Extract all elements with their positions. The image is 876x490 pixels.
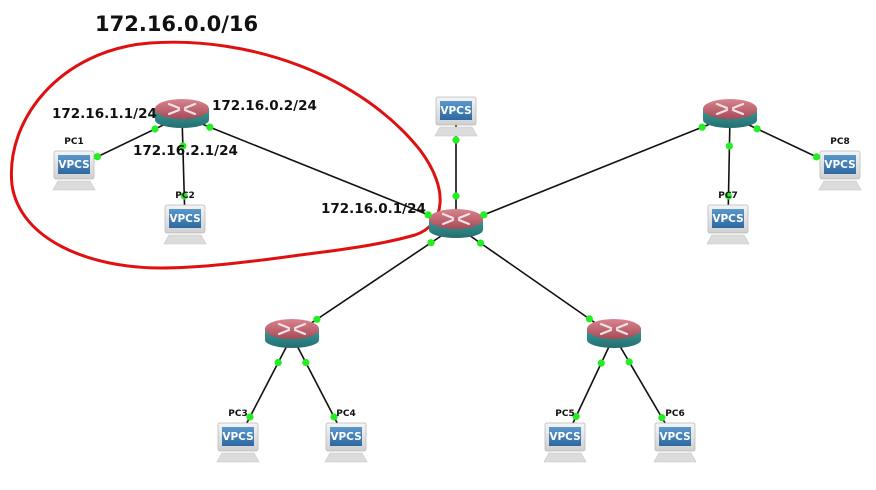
monitor-screen — [659, 427, 691, 446]
port-indicator — [179, 142, 187, 150]
port-indicator — [480, 211, 488, 219]
pc-label-pc4: PC4 — [336, 409, 356, 419]
monitor-screen — [824, 155, 856, 174]
ip-label-r1-core: 172.16.0.2/24 — [212, 98, 317, 114]
vpcs-pc4[interactable]: VPCS — [324, 422, 368, 463]
router-top — [155, 99, 209, 119]
vpcs-pc1[interactable]: VPCS — [52, 150, 96, 191]
keyboard-base — [543, 452, 587, 463]
monitor-screen — [549, 427, 581, 446]
port-indicator — [424, 211, 432, 219]
links-layer — [73, 114, 841, 441]
ports-layer — [93, 123, 821, 422]
keyboard-base — [818, 180, 862, 191]
network-title: 172.16.0.0/16 — [95, 12, 259, 36]
router-top — [429, 209, 483, 229]
router-arrows-icon — [599, 322, 629, 336]
port-indicator — [427, 239, 435, 247]
link-r1-r-core[interactable] — [181, 115, 457, 227]
vpcs-text: VPCS — [58, 159, 89, 171]
port-indicator — [698, 123, 706, 131]
port-indicator — [313, 315, 321, 323]
router-top — [703, 99, 757, 119]
pc-label-pc1: PC1 — [64, 137, 84, 147]
vpcs-pc3[interactable]: VPCS — [216, 422, 260, 463]
router-arrows-icon — [277, 322, 307, 336]
port-indicator — [206, 123, 214, 131]
pc-label-pc7: PC7 — [718, 191, 738, 201]
router-top — [265, 319, 319, 339]
vpcs-pc2[interactable]: VPCS — [163, 204, 207, 245]
port-indicator — [274, 359, 282, 367]
port-indicator — [658, 413, 666, 422]
nodes-layer: VPCS VPCS VPCS VPCS VPCS VPCS VPCS VPCS VPCS — [52, 96, 862, 463]
vpcs-text: VPCS — [330, 431, 361, 443]
router-r1[interactable] — [155, 99, 209, 128]
port-indicator — [452, 192, 460, 200]
keyboard-base — [653, 452, 697, 463]
vpcs-text: VPCS — [549, 431, 580, 443]
port-indicator — [597, 359, 605, 367]
pc-label-pc8: PC8 — [830, 137, 850, 147]
router-arrows-icon — [167, 102, 197, 116]
router-r-bottom-right[interactable] — [587, 319, 641, 348]
port-indicator — [572, 412, 580, 421]
router-r-bottom-left[interactable] — [265, 319, 319, 348]
port-indicator — [93, 153, 102, 161]
vpcs-pc6[interactable]: VPCS — [653, 422, 697, 463]
keyboard-base — [324, 452, 368, 463]
vpcs-pc8[interactable]: VPCS — [818, 150, 862, 191]
keyboard-base — [52, 180, 96, 191]
port-indicator — [812, 153, 821, 161]
vpcs-text: VPCS — [824, 159, 855, 171]
port-indicator — [330, 413, 338, 421]
port-indicator — [724, 192, 733, 200]
port-indicator — [725, 142, 734, 150]
vpcs-text: VPCS — [659, 431, 690, 443]
link-r1-pc2[interactable] — [181, 115, 186, 223]
vpcs-pc5[interactable]: VPCS — [543, 422, 587, 463]
keyboard-base — [434, 126, 478, 137]
router-r-core[interactable] — [429, 209, 483, 238]
port-indicator — [151, 125, 159, 133]
monitor-screen — [222, 427, 254, 446]
keyboard-base — [163, 234, 207, 245]
vpcs-pc7[interactable]: VPCS — [706, 204, 750, 245]
port-indicator — [452, 136, 460, 144]
port-indicator — [477, 239, 485, 247]
monitor-screen — [440, 101, 472, 120]
monitor-screen — [169, 209, 201, 228]
vpcs-text: VPCS — [222, 431, 253, 443]
subnet-highlight-outline — [9, 40, 442, 270]
port-indicator — [625, 358, 633, 366]
router-top — [587, 319, 641, 339]
monitor-screen — [330, 427, 362, 446]
port-indicator — [302, 359, 310, 367]
router-arrows-icon — [441, 212, 471, 226]
keyboard-base — [706, 234, 750, 245]
port-indicator — [246, 413, 254, 421]
keyboard-base — [216, 452, 260, 463]
vpcs-text: VPCS — [169, 213, 200, 225]
monitor-screen — [712, 209, 744, 228]
router-arrows-icon — [715, 102, 745, 116]
pc-label-pc6: PC6 — [665, 409, 685, 419]
pc-label-pc5: PC5 — [555, 409, 575, 419]
ip-label-core-r1: 172.16.0.1/24 — [321, 201, 426, 217]
link-r-core-r-right[interactable] — [455, 115, 731, 227]
port-indicator — [180, 192, 188, 200]
vpcs-text: VPCS — [712, 213, 743, 225]
pc-label-pc2: PC2 — [175, 191, 195, 201]
port-indicator — [585, 315, 593, 323]
port-indicator — [753, 125, 761, 133]
pc-label-pc3: PC3 — [228, 409, 248, 419]
monitor-screen — [58, 155, 90, 174]
router-r-right[interactable] — [703, 99, 757, 128]
ip-label-r1-pc2: 172.16.2.1/24 — [133, 143, 238, 159]
link-r-right-pc7[interactable] — [727, 115, 731, 223]
ip-label-r1-pc1: 172.16.1.1/24 — [52, 106, 157, 122]
vpcs-text: VPCS — [440, 105, 471, 117]
vpcs-pc-top[interactable]: VPCS — [434, 96, 478, 137]
